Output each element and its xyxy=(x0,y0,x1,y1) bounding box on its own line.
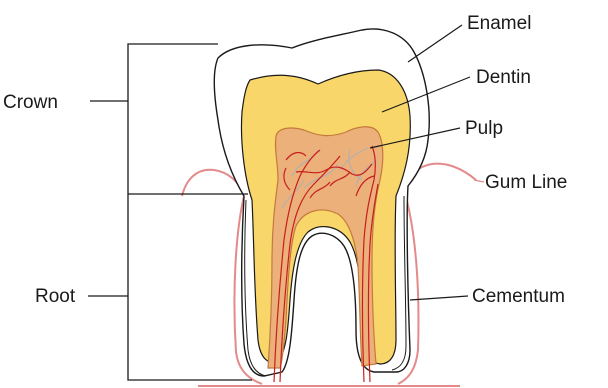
crown-bracket xyxy=(128,44,218,194)
enamel-leader xyxy=(408,25,462,62)
root-bracket xyxy=(128,194,252,380)
pulp-label: Pulp xyxy=(465,118,503,139)
cementum-label: Cementum xyxy=(472,286,565,307)
dentin-label: Dentin xyxy=(476,67,531,88)
crown-label: Crown xyxy=(3,92,58,113)
dentin-layer xyxy=(241,70,410,364)
root-label: Root xyxy=(35,286,76,307)
pulp-chamber xyxy=(268,127,383,368)
enamel-label: Enamel xyxy=(467,13,531,34)
gum-line-label: Gum Line xyxy=(485,172,567,193)
gum-line-leader xyxy=(474,180,484,182)
